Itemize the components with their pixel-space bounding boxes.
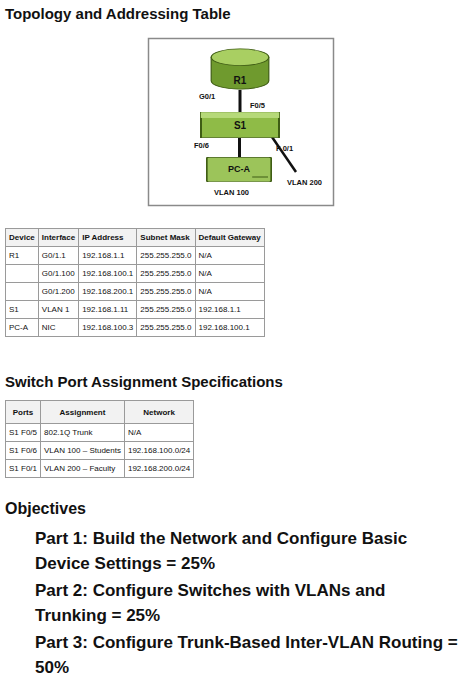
table-header-cell: Ports xyxy=(6,401,41,424)
table-cell: VLAN 100 – Students xyxy=(41,442,125,460)
table-cell: N/A xyxy=(195,247,264,265)
table-row: S1VLAN 1192.168.1.11255.255.255.0192.168… xyxy=(6,301,265,319)
table-cell: 255.255.255.0 xyxy=(137,247,195,265)
objective-item: Part 2: Configure Switches with VLANs an… xyxy=(35,578,459,628)
table-cell: N/A xyxy=(195,265,264,283)
table-row: G0/1.100192.168.100.1255.255.255.0N/A xyxy=(6,265,265,283)
table-row: PC-ANIC192.168.100.3255.255.255.0192.168… xyxy=(6,319,265,337)
table-cell: VLAN 200 – Faculty xyxy=(41,460,125,478)
table-cell: G0/1.100 xyxy=(38,265,78,283)
topology-frame xyxy=(149,39,334,206)
table-cell: 192.168.1.11 xyxy=(79,301,137,319)
switch-top xyxy=(201,112,279,118)
table-cell: 255.255.255.0 xyxy=(137,265,195,283)
table-row: DeviceInterfaceIP AddressSubnet MaskDefa… xyxy=(6,229,265,247)
table-cell: 802.1Q Trunk xyxy=(41,424,125,442)
table-header-cell: Assignment xyxy=(41,401,125,424)
switch-body xyxy=(201,112,279,137)
table-row: R1G0/1.1192.168.1.1255.255.255.0N/A xyxy=(6,247,265,265)
table-cell: 192.168.100.1 xyxy=(195,319,264,337)
port-assignment-table: PortsAssignmentNetworkS1 F0/5802.1Q Trun… xyxy=(5,400,194,478)
table-cell: 192.168.200.1 xyxy=(79,283,137,301)
table-cell: NIC xyxy=(38,319,78,337)
table-cell xyxy=(6,283,39,301)
table-cell: 255.255.255.0 xyxy=(137,301,195,319)
section-heading: Objectives xyxy=(5,500,86,518)
objective-item: Part 1: Build the Network and Configure … xyxy=(35,526,459,576)
table-cell: 192.168.1.1 xyxy=(79,247,137,265)
table-row: S1 F0/1VLAN 200 – Faculty192.168.200.0/2… xyxy=(6,460,194,478)
pc-body xyxy=(207,157,272,182)
table-row: G0/1.200192.168.200.1255.255.255.0N/A xyxy=(6,283,265,301)
table-row: PortsAssignmentNetwork xyxy=(6,401,194,424)
table-header-cell: IP Address xyxy=(79,229,137,247)
switch-node: S1 xyxy=(200,112,280,138)
pc-slot xyxy=(252,177,268,178)
port-label: F 0/1 xyxy=(276,144,293,153)
table-header-cell: Default Gateway xyxy=(195,229,264,247)
table-cell: VLAN 1 xyxy=(38,301,78,319)
table-cell: 192.168.200.0/24 xyxy=(124,460,193,478)
table-cell xyxy=(6,265,39,283)
table-header-cell: Interface xyxy=(38,229,78,247)
table-cell: PC-A xyxy=(6,319,39,337)
table-cell: 192.168.100.3 xyxy=(79,319,137,337)
router-top xyxy=(211,49,269,66)
node-label: S1 xyxy=(234,120,246,131)
table-cell: 192.168.100.1 xyxy=(79,265,137,283)
table-cell: S1 F0/1 xyxy=(6,460,41,478)
vlan200-link xyxy=(272,137,296,172)
node-label: R1 xyxy=(234,75,247,86)
table-cell: 192.168.1.1 xyxy=(195,301,264,319)
node-label: PC-A xyxy=(228,165,250,175)
table-row: S1 F0/5802.1Q TrunkN/A xyxy=(6,424,194,442)
table-cell: G0/1.200 xyxy=(38,283,78,301)
table-row: S1 F0/6VLAN 100 – Students192.168.100.0/… xyxy=(6,442,194,460)
port-label: G0/1 xyxy=(199,92,215,101)
table-cell: 255.255.255.0 xyxy=(137,283,195,301)
addressing-table: DeviceInterfaceIP AddressSubnet MaskDefa… xyxy=(5,228,265,337)
table-cell: S1 xyxy=(6,301,39,319)
vlan-label: VLAN 200 xyxy=(287,178,322,187)
table-cell: 255.255.255.0 xyxy=(137,319,195,337)
table-cell: S1 F0/6 xyxy=(6,442,41,460)
link-line xyxy=(239,90,242,112)
section-heading: Switch Port Assignment Specifications xyxy=(5,373,283,390)
page-title: Topology and Addressing Table xyxy=(5,5,231,22)
port-label: F0/6 xyxy=(194,141,209,150)
port-label: F0/5 xyxy=(250,101,265,110)
table-cell: N/A xyxy=(195,283,264,301)
table-cell: S1 F0/5 xyxy=(6,424,41,442)
pc-node: PC-A xyxy=(206,157,272,182)
vlan-label: VLAN 100 xyxy=(214,188,249,197)
table-header-cell: Network xyxy=(124,401,193,424)
table-cell: G0/1.1 xyxy=(38,247,78,265)
link-line xyxy=(238,138,241,157)
table-cell: R1 xyxy=(6,247,39,265)
objective-item: Part 3: Configure Trunk-Based Inter-VLAN… xyxy=(35,630,459,680)
table-cell: 192.168.100.0/24 xyxy=(124,442,193,460)
table-header-cell: Device xyxy=(6,229,39,247)
router-node: R1 xyxy=(210,48,270,90)
table-cell: N/A xyxy=(124,424,193,442)
table-header-cell: Subnet Mask xyxy=(137,229,195,247)
